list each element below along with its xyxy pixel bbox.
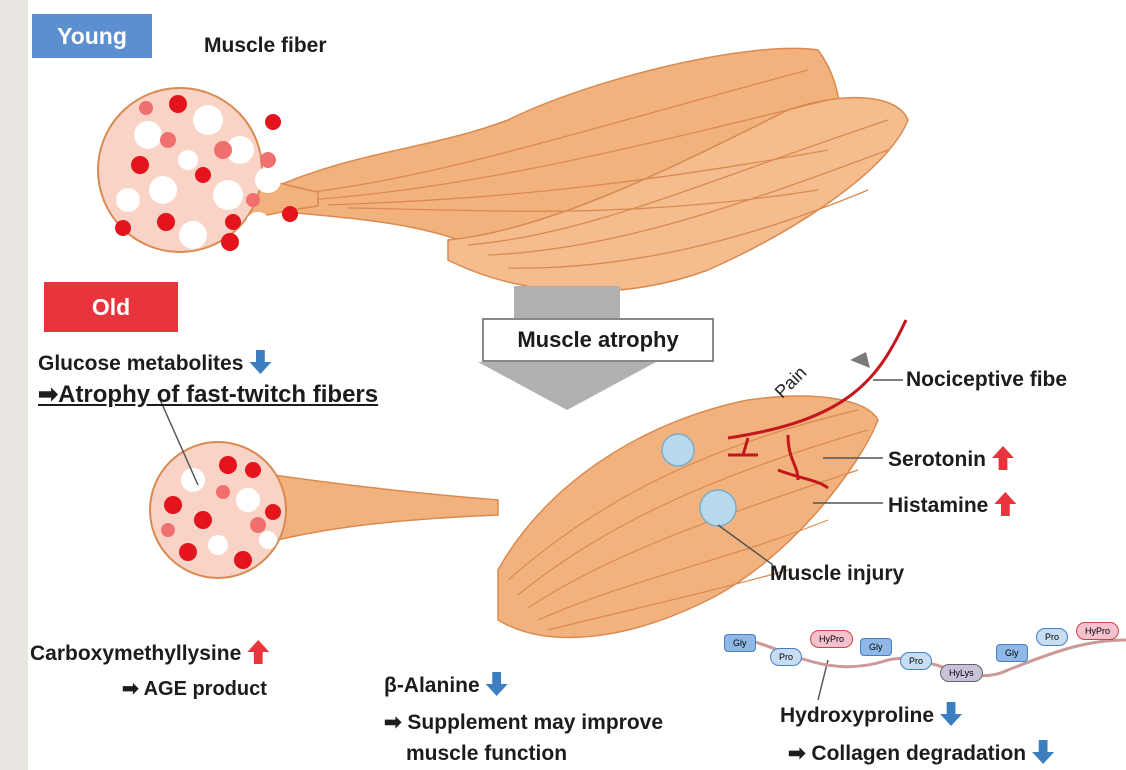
b-alanine-label: β-Alanine — [384, 672, 508, 698]
collagen-label: ➡ Collagen degradation — [788, 740, 1054, 766]
down-arrow-icon — [486, 672, 508, 696]
peptide-gly: Gly — [724, 634, 756, 652]
peptide-hypro: HyPro — [810, 630, 853, 648]
muscle-atrophy-box: Muscle atrophy — [482, 318, 714, 362]
down-arrow-icon — [940, 702, 962, 726]
peptide-hylys: HyLys — [940, 664, 983, 682]
hydroxyproline-text: Hydroxyproline — [780, 704, 934, 727]
peptide-pro-3: Pro — [1036, 628, 1068, 646]
up-arrow-icon — [994, 492, 1016, 516]
young-muscle-bundle — [268, 48, 908, 291]
atrophy-fast-twitch-label: ➡Atrophy of fast-twitch fibers — [38, 380, 378, 409]
cml-text: Carboxymethyllysine — [30, 642, 241, 665]
age-product-label: ➡ AGE product — [122, 676, 267, 701]
supplement-label: ➡ Supplement may improve — [384, 710, 663, 735]
glucose-metabolites-label: Glucose metabolites — [38, 350, 271, 376]
serotonin-text: Serotonin — [888, 448, 986, 471]
diagram-canvas: Young Old Muscle fiber — [28, 0, 1126, 770]
up-arrow-icon — [992, 446, 1014, 470]
histamine-label: Histamine — [888, 492, 1016, 518]
peptide-chain: Gly Pro HyPro Gly Pro HyLys Gly Pro HyPr… — [718, 622, 1126, 692]
glucose-text: Glucose metabolites — [38, 352, 243, 375]
peptide-pro: Pro — [770, 648, 802, 666]
peptide-gly-3: Gly — [996, 644, 1028, 662]
up-arrow-icon — [247, 640, 269, 664]
peptide-hypro-2: HyPro — [1076, 622, 1119, 640]
old-cross-section — [150, 442, 498, 578]
peptide-pro-2: Pro — [900, 652, 932, 670]
collagen-text: ➡ Collagen degradation — [788, 742, 1026, 765]
serotonin-label: Serotonin — [888, 446, 1014, 472]
hydroxyproline-label: Hydroxyproline — [780, 702, 962, 728]
old-muscle-bundle — [498, 396, 878, 637]
young-cross-section — [98, 88, 318, 252]
peptide-gly-2: Gly — [860, 638, 892, 656]
nociceptive-label: Nociceptive fibe — [906, 368, 1067, 392]
down-arrow-icon — [1032, 740, 1054, 764]
b-alanine-text: β-Alanine — [384, 674, 480, 697]
muscle-injury-label: Muscle injury — [770, 562, 904, 586]
pain-arrow — [850, 352, 870, 368]
histamine-text: Histamine — [888, 494, 988, 517]
muscle-function-label: muscle function — [406, 742, 567, 766]
cml-label: Carboxymethyllysine — [30, 640, 269, 666]
down-arrow-icon — [249, 350, 271, 374]
